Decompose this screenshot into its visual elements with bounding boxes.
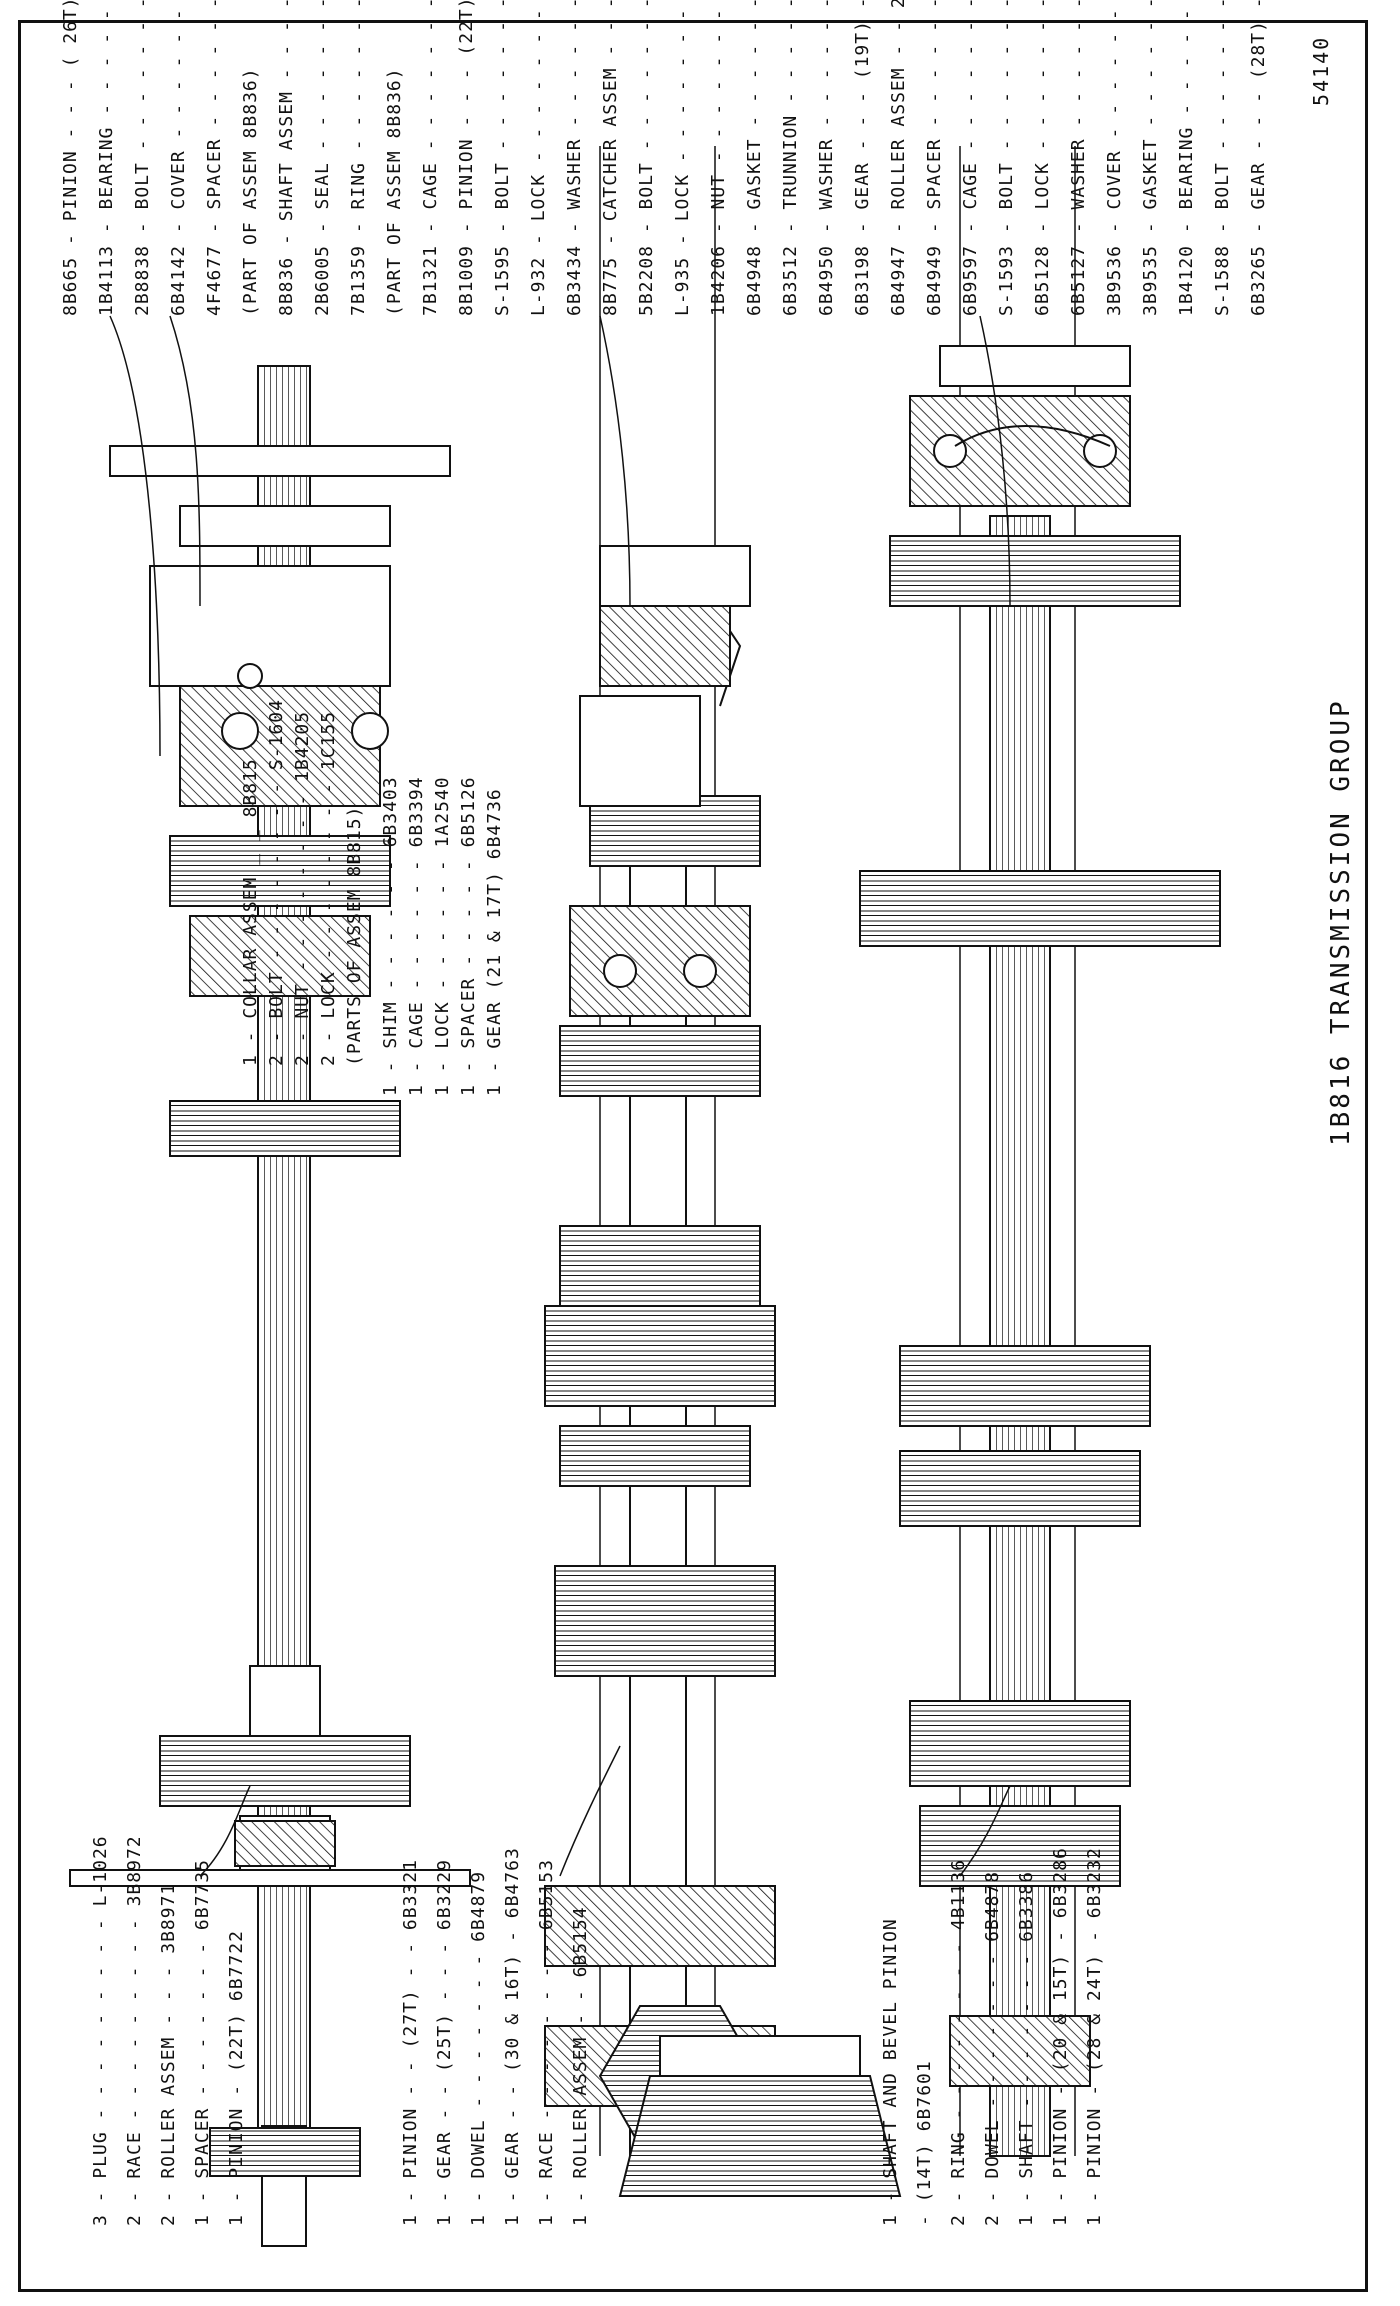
callout-top-item: (PART OF ASSEM 8B836) (240, 67, 261, 316)
callout-top-item: (PART OF ASSEM 8B836) (384, 67, 405, 316)
callout-top-item: 6B4947 - ROLLER ASSEM - - 2 (888, 0, 909, 316)
callout-bottom-mid-item: 1 - GEAR - - (25T) - - - 6B3229 (434, 1859, 455, 2226)
callout-collar-item: 2 - NUT - - - - - - - - 1B4205 (292, 710, 313, 1066)
callout-bottom-mid-item: 1 - RACE - - - - - - - - 6B5153 (536, 1859, 557, 2226)
callout-top-item: 8B665 - PINION - - - ( 26T) - - - 1 (60, 0, 81, 316)
callout-top-item: 6B3512 - TRUNNION - - - - - - 1 (780, 0, 801, 316)
callout-top-item: S-1595 - BOLT - - - - - - - - - 4 (492, 0, 513, 316)
callout-top-item: 6B3198 - GEAR - - - (19T) - - 1 (852, 0, 873, 316)
shaft-input (69, 365, 471, 2247)
bevel-pinion (618, 2035, 902, 2197)
callout-bottom-right-item: 1 - SHAFT - - - - - - - 6B3386 (1016, 1870, 1037, 2226)
callout-top-item: 3B9536 - COVER - - - - - - - - 1 (1104, 0, 1125, 316)
callout-bottom-mid-item: 1 - PINION - - (27T) - - 6B3321 (400, 1859, 421, 2226)
callout-bottom-left-item: 2 - ROLLER ASSEM - - - 3B8971 (158, 1882, 179, 2226)
callout-bottom-left-item: 1 - SPACER - - - - - - - 6B7735 (192, 1859, 213, 2226)
callout-top-item: 6B3434 - WASHER - - - - - - - 1 (564, 0, 585, 316)
figure-number: 54140 (1309, 35, 1333, 106)
callout-bottom-left-item: 2 - RACE - - - - - - - - - 3B8972 (124, 1835, 145, 2226)
callout-bottom-right-item: 2 - RING - - - - - - - - 4B1136 (948, 1859, 969, 2226)
callout-top-item: L-932 - LOCK - - - - - - - - - 2 (528, 0, 549, 316)
callout-top-item: 4F4677 - SPACER - - - - - - - - 1 (204, 0, 225, 316)
callout-top-item: 8B1009 - PINION - - - (22T) - - 1 (456, 0, 477, 316)
callout-top-item: S-1588 - BOLT - - - - - - - - 10 (1212, 0, 1233, 316)
callout-top-item: S-1593 - BOLT - - - - - - - - 4 (996, 0, 1017, 316)
callout-top-item: 6B4142 - COVER - - - - - - - - - 1 (168, 0, 189, 316)
callout-top-item: 1B4113 - BEARING - - - - - - - - - 1 (96, 0, 117, 316)
callout-shim-item: 1 - LOCK - - - - - - 1A2540 (432, 776, 453, 1096)
callout-collar-item: 1 - COLLAR ASSEM _ _ 8B815 (240, 758, 261, 1066)
callout-bottom-right-item: 1 - PINION - (28 & 24T) - 6B3232 (1084, 1847, 1105, 2226)
callout-top-item: 6B4948 - GASKET - - - - - - - 1 (744, 0, 765, 316)
page-title: 1B816 TRANSMISSION GROUP (1326, 698, 1356, 1146)
callout-top-item: L-935 - LOCK - - - - - - - - - 1 (672, 0, 693, 316)
callout-top-item: 3B9535 - GASKET - - - - - - - 4 (1140, 0, 1161, 316)
callout-top-item: 7B1321 - CAGE - - - - - - - - - 1 (420, 0, 441, 316)
callout-top-item: 2B6005 - SEAL - - - - - - - - - 1 (312, 0, 333, 316)
callout-top-item: 6B9597 - CAGE - - - - - - - - 1 (960, 0, 981, 316)
callout-top-item: 6B5127 - WASHER - - - - - - - 2 (1068, 0, 1089, 316)
callout-shim-item: 1 - GEAR (21 & 17T) 6B4736 (484, 788, 505, 1096)
callout-top-item: 6B3265 - GEAR - - - (28T) - - 1 (1248, 0, 1269, 316)
callout-collar-item: (PARTS OF ASSEM 8B815) (344, 805, 365, 1066)
callout-bottom-right-item: 2 - DOWEL - - - - - - - 6B4878 (982, 1870, 1003, 2226)
callout-top-item: 1B4206 - NUT - - - - - - - - - 5 (708, 0, 729, 316)
callout-top-item: 6B4949 - SPACER - - - - - - - 1 (924, 0, 945, 316)
callout-collar-item: 2 - BOLT - - - - - - - - S-1604 (266, 699, 287, 1066)
callout-collar-item: 2 - LOCK - - - - - - - - 1C155 (318, 710, 339, 1066)
callout-bottom-right-item: 1 - SHAFT AND BEVEL PINION (880, 1918, 901, 2226)
callout-bottom-right-item: - (14T) 6B7601 (914, 2060, 935, 2226)
leader-lines (109, 315, 1011, 1877)
callout-top-item: 8B836 - SHAFT ASSEM - - - - - 1 (276, 0, 297, 316)
callout-top-item: 1B4120 - BEARING - - - - - - - 2 (1176, 0, 1197, 316)
callout-top-item: 8B775 - CATCHER ASSEM - - - 1 (600, 0, 621, 316)
callout-bottom-mid-item: 1 - ROLLER ASSEM - - 6B5154 (570, 1906, 591, 2226)
callout-shim-item: 1 - CAGE - - - - - - 6B3394 (406, 776, 427, 1096)
callout-bottom-left-item: 1 - PINION - (22T) 6B7722 (226, 1930, 247, 2226)
callout-shim-item: 1 - SHIM - - - - - - 6B3403 (380, 776, 401, 1096)
callout-bottom-right-item: 1 - PINION - (20 & 15T) - 6B3286 (1050, 1847, 1071, 2226)
callout-top-item: 2B8838 - BOLT - - - - - - - - - 8 (132, 0, 153, 316)
callout-shim-item: 1 - SPACER - - - - - 6B5126 (458, 776, 479, 1096)
callout-top-item: 7B1359 - RING - - - - - - - - - 1 (348, 0, 369, 316)
callout-bottom-mid-item: 1 - DOWEL - - - - - - - 6B4879 (468, 1870, 489, 2226)
callout-bottom-left-item: 3 - PLUG - - - - - - - - - L-1026 (90, 1835, 111, 2226)
callout-top-item: 6B4950 - WASHER - - - - - - - 1 (816, 0, 837, 316)
callout-bottom-mid-item: 1 - GEAR - - (30 & 16T) - 6B4763 (502, 1847, 523, 2226)
callout-top-item: 6B5128 - LOCK - - - - - - - - 2 (1032, 0, 1053, 316)
shaft-output (859, 146, 1221, 2157)
shaft-counter (544, 146, 776, 2157)
callout-top-item: 5B2208 - BOLT - - - - - - - - 2 (636, 0, 657, 316)
